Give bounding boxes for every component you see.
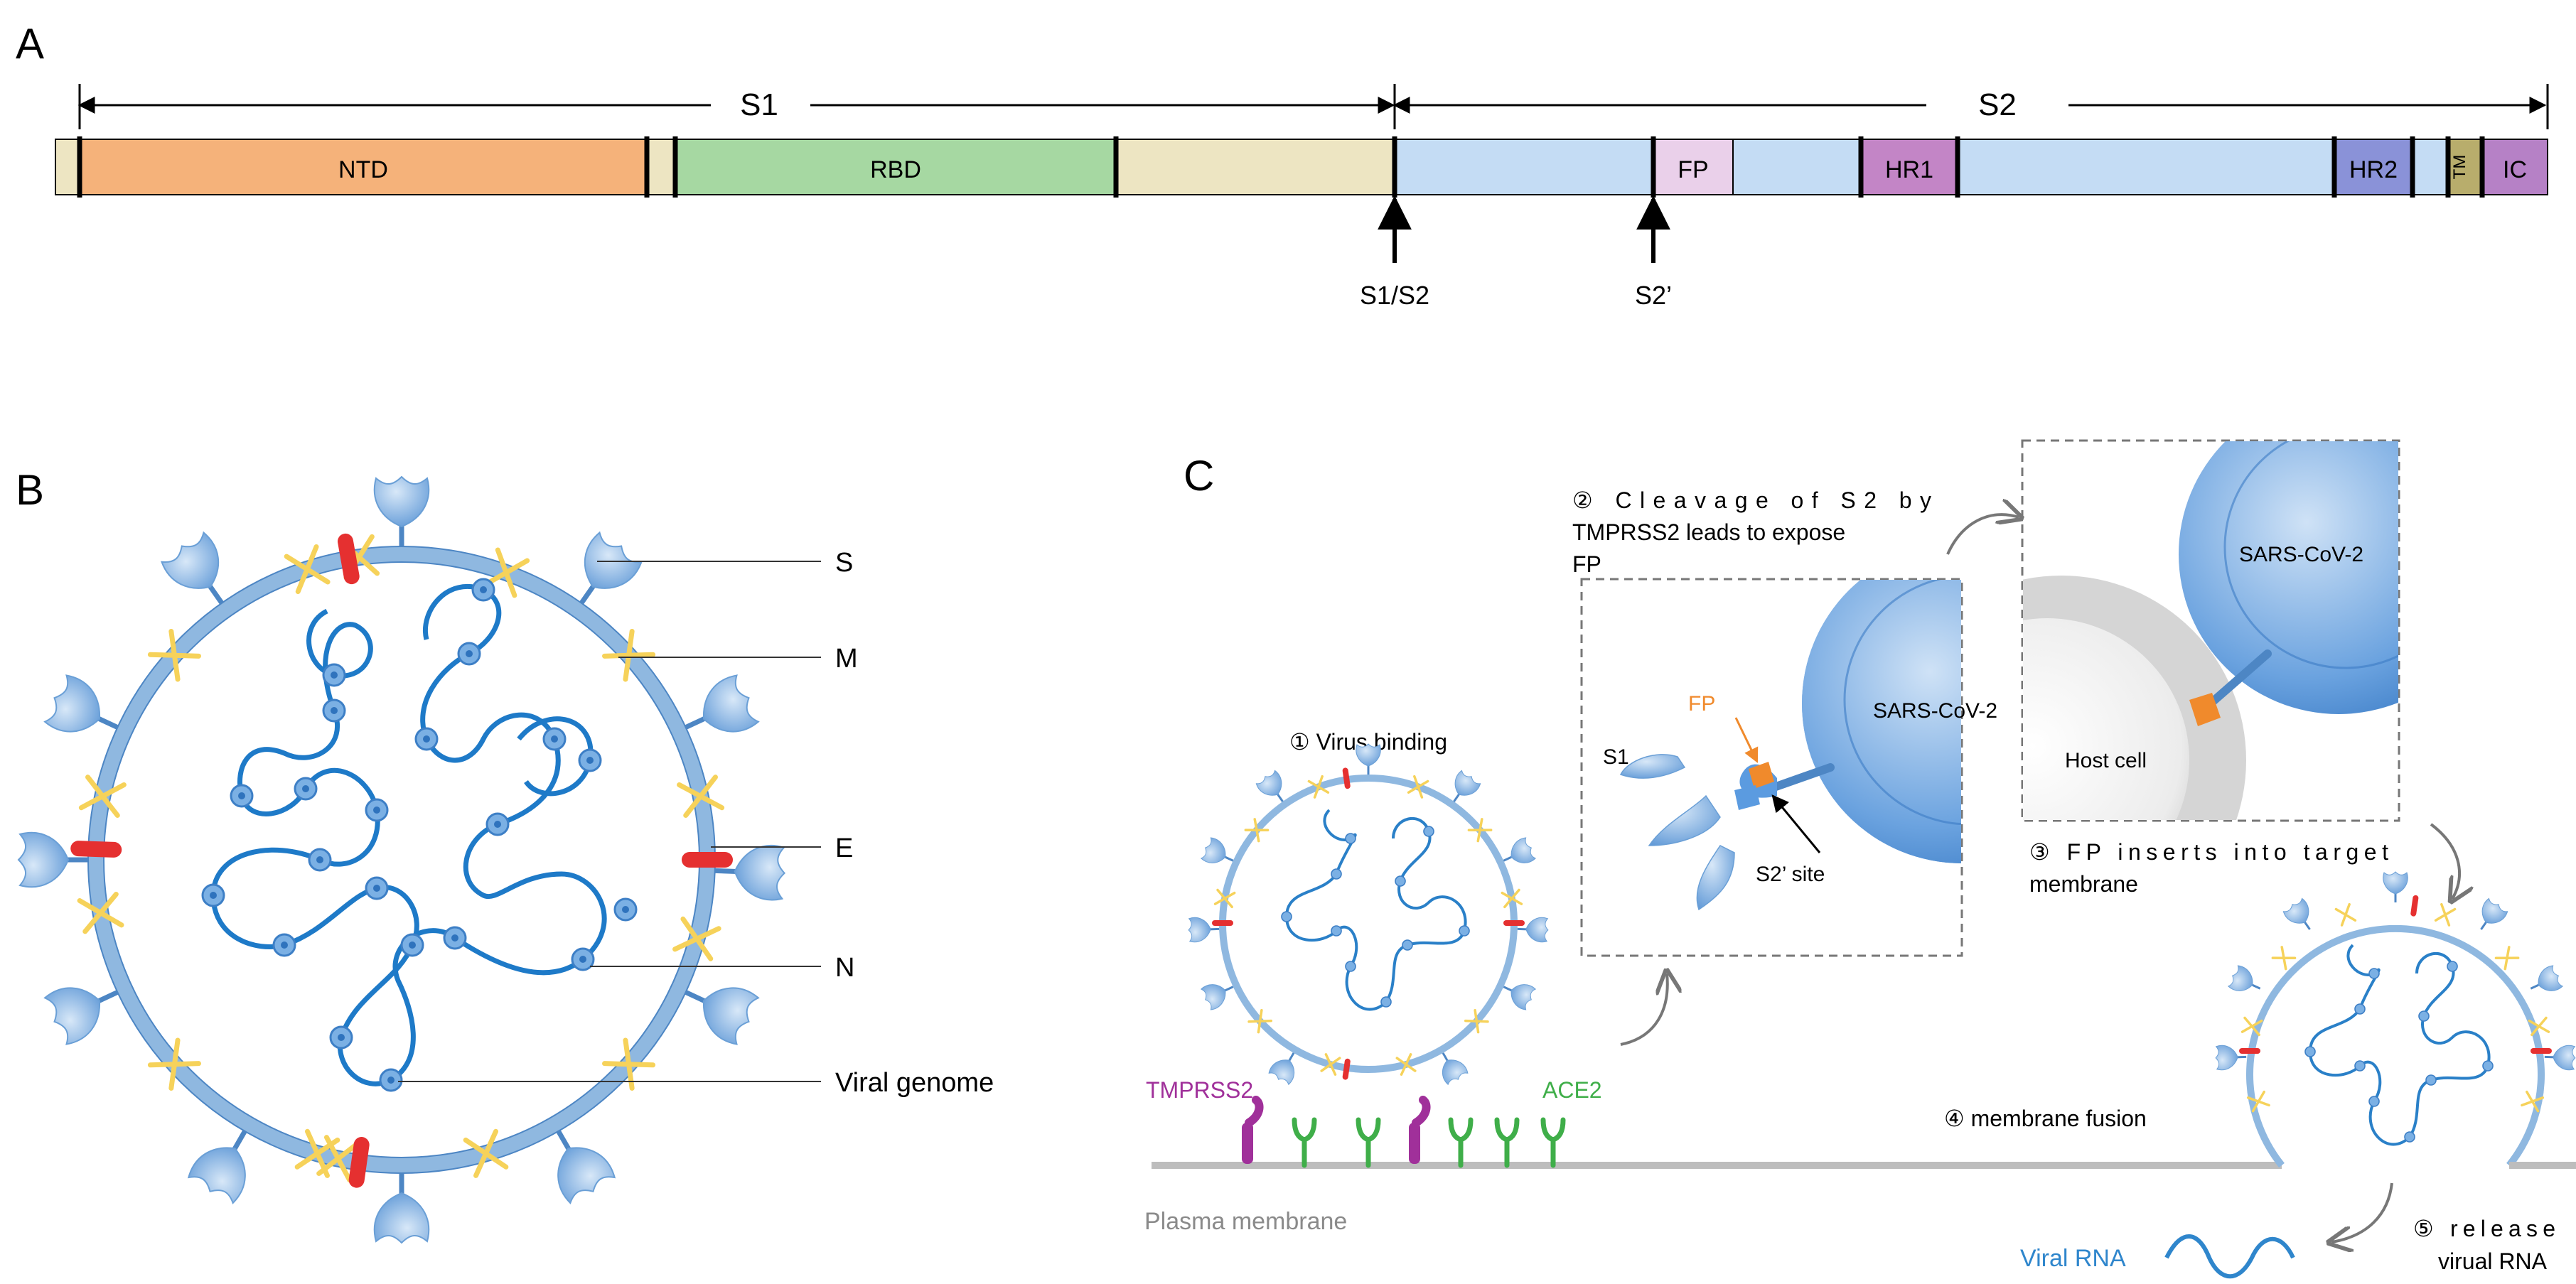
- step3-inset: [2023, 441, 2398, 820]
- viral-genome: [210, 583, 607, 1086]
- s2-region-1: [1394, 139, 1654, 195]
- panel-a: A S1 S2: [16, 20, 2549, 310]
- s1-span-label: S1: [740, 87, 778, 122]
- label-s2-site: S2’ site: [1756, 863, 1825, 886]
- label-viral-genome: Viral genome: [835, 1068, 994, 1098]
- binding-virion: [1187, 743, 1550, 1087]
- panel-c: C Plasma membrane TMPRSS2 ACE2 ① Virus b…: [1144, 439, 2576, 1279]
- step5-line1: ⑤ release: [2413, 1216, 2555, 1241]
- s2-region-3: [1957, 139, 2335, 195]
- spike-domain-bar: [55, 139, 2548, 195]
- domain-ic: [2481, 139, 2548, 195]
- label-s1-inset: S1: [1603, 745, 1629, 769]
- label-rbd: RBD: [870, 156, 921, 183]
- receptors: [1242, 1100, 1563, 1165]
- linker-ntd-rbd: [646, 139, 676, 195]
- label-sars-cov-2-inset1: SARS-CoV-2: [1873, 699, 1997, 723]
- domain-tm: [2447, 139, 2483, 195]
- label-ace2: ACE2: [1542, 1077, 1602, 1103]
- leader-lines-b: [398, 561, 821, 1082]
- label-plasma-membrane: Plasma membrane: [1144, 1208, 1347, 1235]
- cleavage-label-s1s2: S1/S2: [1360, 281, 1429, 310]
- label-ntd: NTD: [338, 156, 388, 183]
- label-sars-cov-2-inset2: SARS-CoV-2: [2239, 543, 2363, 566]
- s2-region-2: [1732, 139, 1862, 195]
- step2-line2: TMPRSS2 leads to expose: [1572, 519, 1845, 545]
- step3-inset-box: [2021, 439, 2400, 822]
- step2-inset-box: [1580, 578, 1963, 957]
- domain-rbd: [675, 139, 1117, 195]
- step3-line2: membrane: [2029, 871, 2138, 897]
- step3-line1: ③ FP inserts into target: [2029, 839, 2388, 865]
- domain-hr2: [2334, 139, 2413, 195]
- domain-boundaries: [77, 136, 2485, 198]
- label-viral-rna: Viral RNA: [2020, 1245, 2126, 1272]
- label-tm: TM: [2450, 155, 2469, 180]
- linker-start: [55, 139, 80, 195]
- s1-span-arrow: [77, 84, 1395, 129]
- step4-label: ④ membrane fusion: [1944, 1106, 2147, 1131]
- flow-arrow-3: [2430, 823, 2459, 899]
- s2-span-arrow: [1392, 84, 2549, 129]
- panel-a-letter: A: [16, 20, 44, 68]
- step2-inset: [1619, 580, 1961, 911]
- viral-rna-squiggle: [2164, 1234, 2295, 1279]
- flow-arrow-1: [1620, 973, 1668, 1046]
- label-fp-inset: FP: [1688, 692, 1715, 716]
- fusing-virion: [2214, 870, 2576, 1168]
- panel-b: B: [16, 466, 994, 1243]
- n-proteins: [201, 578, 638, 1092]
- label-hr1: HR1: [1885, 156, 1933, 183]
- linker-rbd-s1s2: [1115, 139, 1395, 195]
- label-fp: FP: [1678, 156, 1708, 183]
- s2-region-4: [2412, 139, 2449, 195]
- s2-span-label: S2: [1978, 87, 2017, 122]
- label-ic: IC: [2503, 156, 2527, 183]
- label-m: M: [835, 644, 858, 674]
- label-s: S: [835, 548, 853, 578]
- panel-c-letter: C: [1184, 452, 1214, 500]
- label-e: E: [835, 833, 853, 863]
- step2-line3: FP: [1572, 551, 1601, 577]
- domain-fp: [1653, 139, 1734, 195]
- label-n: N: [835, 953, 854, 983]
- step2-line1: ② Cleavage of S2 by: [1572, 487, 1931, 513]
- panel-b-letter: B: [16, 466, 44, 514]
- flow-arrow-4: [2331, 1182, 2393, 1242]
- spike-proteins: [18, 477, 785, 1243]
- label-hr2: HR2: [2349, 156, 2398, 183]
- label-host-cell: Host cell: [2065, 749, 2147, 772]
- cleavage-label-s2prime: S2’: [1635, 281, 1672, 310]
- step5-line2: virual RNA: [2438, 1248, 2548, 1274]
- label-tmprss2: TMPRSS2: [1146, 1077, 1253, 1103]
- flow-arrow-2: [1946, 514, 2019, 555]
